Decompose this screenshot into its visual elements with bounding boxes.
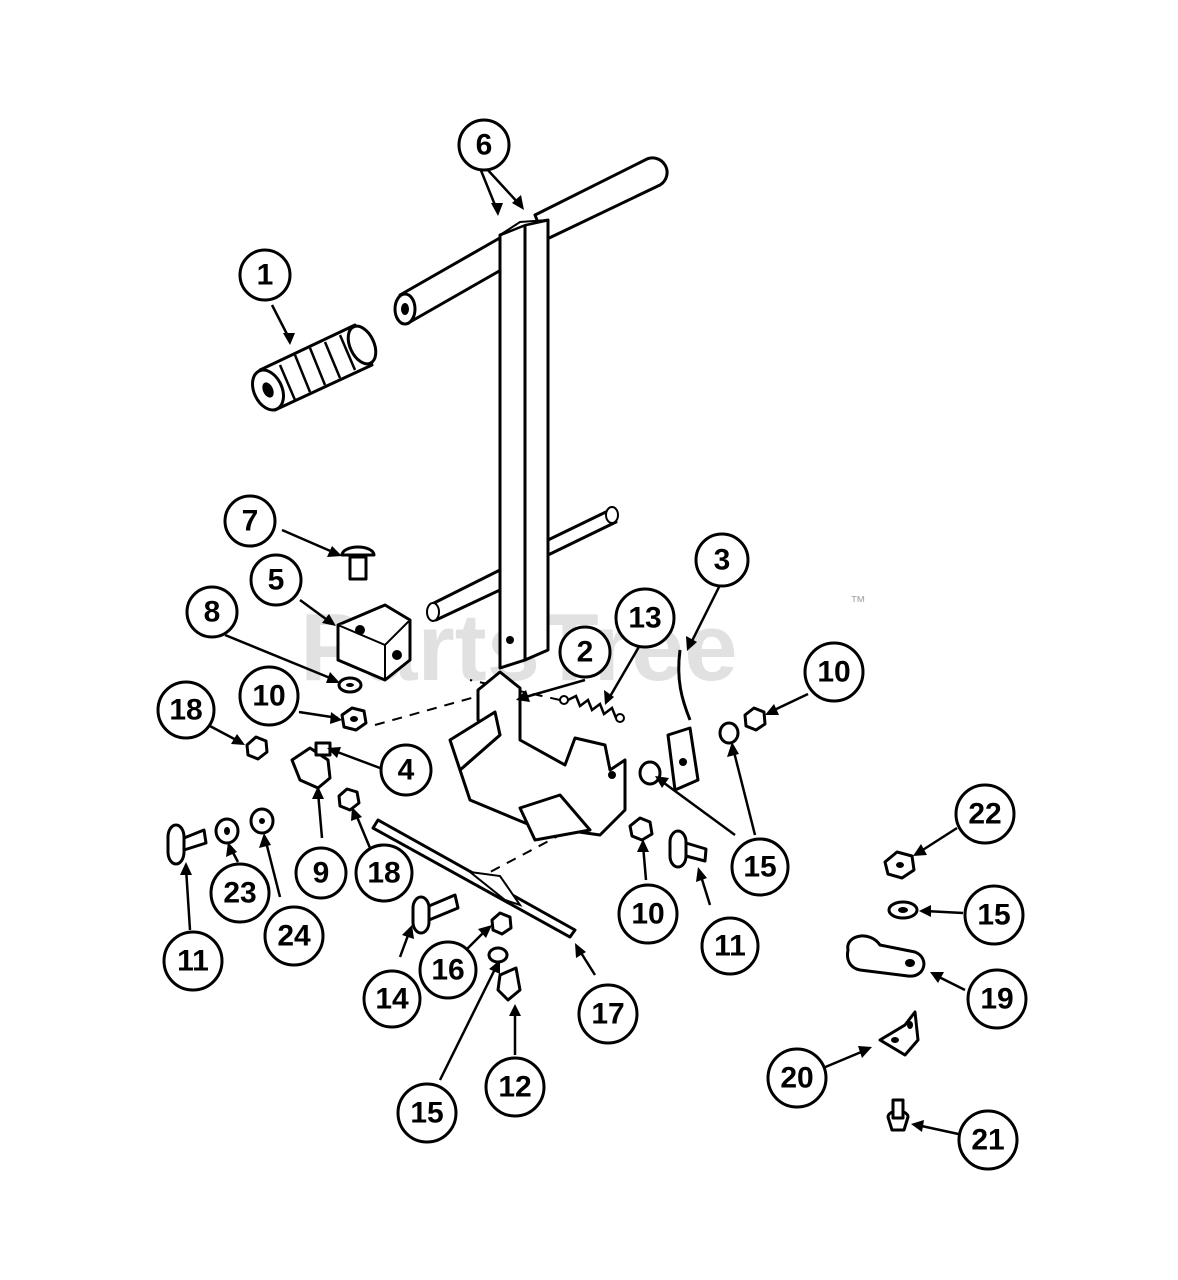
shift-bracket: [448, 670, 627, 842]
callout-7: 7: [223, 494, 277, 548]
callout-17: 17: [577, 983, 639, 1045]
nut-16: [490, 911, 513, 936]
clip-4: [290, 746, 332, 790]
callout-11-right: 11: [700, 916, 760, 976]
svg-text:3: 3: [714, 544, 731, 577]
callout-22: 22: [954, 783, 1016, 845]
callout-4: 4: [379, 743, 433, 797]
svg-text:14: 14: [375, 983, 409, 1016]
svg-text:11: 11: [177, 945, 209, 978]
svg-text:11: 11: [714, 930, 746, 963]
svg-text:15: 15: [743, 851, 776, 884]
spring: [559, 694, 625, 723]
svg-text:20: 20: [780, 1062, 813, 1095]
nut-10-lower: [628, 816, 654, 842]
svg-text:18: 18: [169, 694, 202, 727]
washer-15-bottom: [487, 946, 509, 964]
callout-15-right: 15: [730, 837, 790, 897]
svg-text:15: 15: [977, 899, 1010, 932]
bolt-11-left: [166, 823, 186, 866]
spring-plate: [666, 649, 700, 792]
callout-15-far-right: 15: [963, 884, 1025, 946]
svg-text:21: 21: [971, 1124, 1004, 1157]
svg-text:7: 7: [242, 505, 259, 538]
callout-21: 21: [957, 1109, 1019, 1171]
shift-rod: [371, 818, 577, 939]
svg-text:18: 18: [367, 857, 400, 890]
svg-text:10: 10: [817, 656, 850, 689]
callout-3: 3: [694, 532, 750, 588]
callout-1: 1: [238, 248, 292, 302]
callout-16: 16: [418, 940, 478, 1000]
callout-20: 20: [766, 1047, 828, 1109]
svg-text:8: 8: [204, 596, 221, 629]
svg-text:6: 6: [476, 129, 493, 162]
svg-text:5: 5: [268, 564, 285, 597]
nut-18-center: [337, 787, 361, 812]
nut-10-right: [743, 706, 767, 732]
svg-text:23: 23: [223, 877, 256, 910]
carriage-bolt: [340, 545, 376, 581]
shift-lever: [393, 156, 669, 670]
callout-19: 19: [966, 968, 1028, 1030]
nut-18-left: [245, 735, 269, 761]
callout-18-left: 18: [156, 680, 216, 740]
callout-5: 5: [249, 553, 303, 607]
clamp-19: [846, 934, 926, 978]
callout-11-left: 11: [162, 930, 224, 992]
bracket-20: [878, 1010, 920, 1057]
callout-15-bottom: 15: [396, 1082, 458, 1144]
svg-text:24: 24: [277, 920, 311, 953]
callout-9: 9: [294, 846, 348, 900]
callout-23: 23: [209, 862, 271, 924]
svg-text:4: 4: [398, 754, 415, 787]
callout-10-lower: 10: [617, 883, 679, 945]
watermark-trademark: ™: [850, 594, 866, 611]
cable-clamp-set: [846, 850, 926, 1132]
bolt-14: [411, 895, 431, 935]
callout-10-left: 10: [238, 665, 300, 727]
bolt-11-right: [668, 829, 688, 869]
callout-13: 13: [614, 587, 676, 649]
washer-15-right: [718, 721, 740, 745]
svg-text:10: 10: [252, 680, 285, 713]
svg-text:9: 9: [313, 857, 330, 890]
svg-text:17: 17: [591, 998, 624, 1031]
callout-18-center: 18: [354, 843, 414, 903]
svg-text:13: 13: [628, 602, 661, 635]
callout-6: 6: [457, 118, 511, 172]
svg-text:15: 15: [410, 1097, 443, 1130]
callout-12: 12: [484, 1056, 546, 1118]
callouts: 1 6 7 5 8 3 13 2 10 18 10 4 22 9 18 15 2…: [156, 118, 1028, 1171]
callout-24: 24: [263, 905, 325, 967]
svg-text:16: 16: [431, 954, 464, 987]
callout-2: 2: [558, 625, 612, 679]
leader-lines: [180, 167, 966, 1137]
svg-text:2: 2: [577, 636, 594, 669]
clip-12: [496, 966, 522, 1002]
callout-10-right: 10: [803, 641, 865, 703]
block: [336, 603, 412, 682]
washer-15-mid: [638, 760, 662, 786]
callout-8: 8: [185, 585, 239, 639]
svg-text:1: 1: [257, 259, 274, 292]
svg-text:12: 12: [498, 1071, 531, 1104]
svg-text:22: 22: [968, 798, 1001, 831]
svg-text:19: 19: [980, 983, 1013, 1016]
hardware: [166, 676, 767, 1002]
svg-text:10: 10: [631, 898, 664, 931]
callout-14: 14: [362, 969, 422, 1029]
handle-grip: [251, 323, 378, 412]
